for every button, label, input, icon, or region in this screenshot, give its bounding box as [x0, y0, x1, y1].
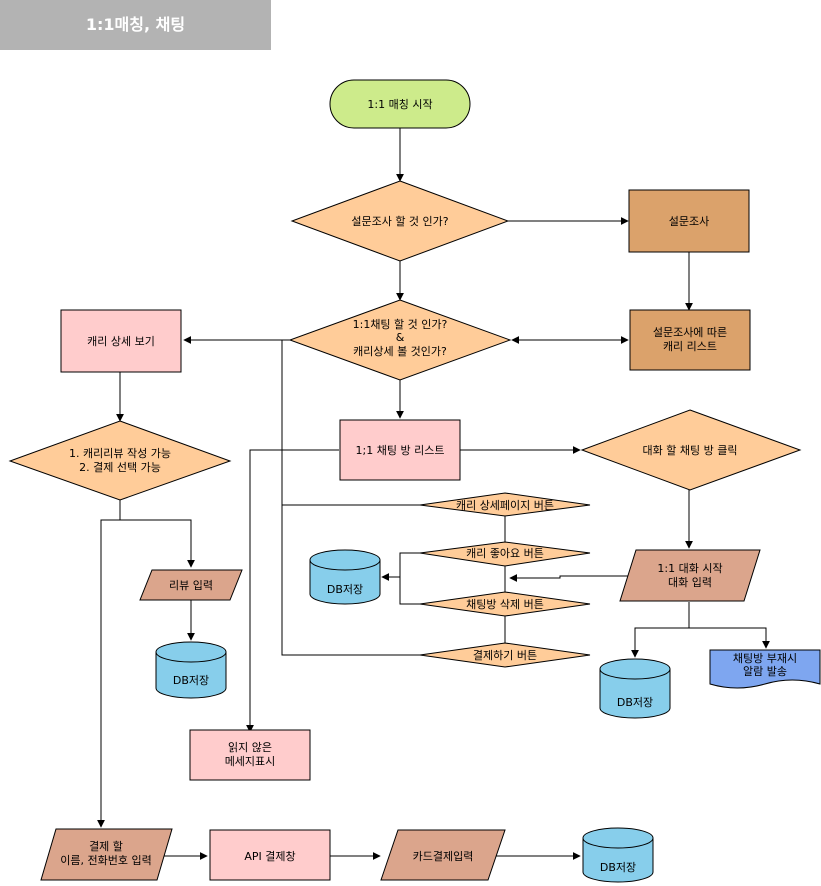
survey-question-node: 설문조사 할 것 인가? [290, 180, 510, 262]
button-carry-page-node: 캐리 상세페이지 버튼 [419, 492, 591, 517]
chat-click-node: 대화 할 채팅 방 클릭 [580, 409, 802, 491]
edge-review-q-to-review-input [119, 500, 195, 568]
unread-line2: 메세지표시 [225, 755, 276, 768]
survey-list-line1: 설문조사에 따른 [653, 326, 727, 339]
card-db-node: DB저장 [582, 827, 654, 883]
survey-list-node: 설문조사에 따른 캐리 리스트 [629, 309, 751, 371]
card-input-node: 카드결제입력 [380, 829, 506, 881]
unread-node: 읽지 않은 메세지표시 [189, 729, 311, 781]
survey-question-label: 설문조사 할 것 인가? [351, 215, 448, 228]
start-label: 1:1 매칭 시작 [367, 98, 432, 111]
chat-list-node: 1;1 채팅 방 리스트 [339, 419, 461, 481]
pay-input-node: 결제 할 이름, 전화번호 입력 [40, 828, 173, 881]
review-input-node: 리뷰 입력 [139, 569, 243, 601]
review-input-label: 리뷰 입력 [169, 579, 213, 592]
pay-input-line1: 결제 할 [89, 840, 123, 853]
review-db-node: DB저장 [155, 641, 227, 699]
chat-start-node: 1:1 대화 시작 대화 입력 [619, 549, 761, 602]
chat-question-line3: 캐리상세 볼 것인가? [353, 345, 447, 358]
unread-line1: 읽지 않은 [228, 741, 272, 754]
chat-db-label: DB저장 [617, 696, 653, 709]
survey-node: 설문조사 [628, 189, 750, 253]
button-pay-node: 결제하기 버튼 [419, 642, 591, 668]
alarm-line2: 알람 발송 [743, 664, 787, 678]
button-like-node: 캐리 좋아요 버튼 [419, 541, 591, 567]
chat-question-line1: 1:1채팅 할 것 인가? [353, 318, 448, 331]
card-db-label: DB저장 [600, 861, 636, 874]
chat-question-line2: & [396, 331, 405, 344]
start-node: 1:1 매칭 시작 [329, 79, 471, 129]
chat-start-line2: 대화 입력 [668, 576, 712, 589]
edge-review-q-to-pay-input [97, 519, 120, 828]
pay-input-line2: 이름, 전화번호 입력 [60, 854, 151, 867]
like-db-label: DB저장 [327, 583, 363, 596]
survey-label: 설문조사 [669, 215, 709, 228]
edge-pay-loop [281, 505, 422, 656]
edge-chat-start-to-alarm [689, 627, 770, 649]
chat-db-node: DB저장 [599, 658, 671, 719]
review-question-line1: 1. 캐리리뷰 작성 가능 [69, 447, 171, 460]
button-delete-node: 채팅방 삭제 버튼 [419, 591, 591, 617]
api-pay-node: API 결제창 [209, 829, 331, 881]
edge-chat-start-to-buttons [509, 574, 633, 582]
review-question-node: 1. 캐리리뷰 작성 가능 2. 결제 선택 가능 [8, 420, 232, 501]
review-question-line2: 2. 결제 선택 가능 [79, 461, 161, 474]
chat-click-label: 대화 할 채팅 방 클릭 [643, 444, 738, 457]
review-db-label: DB저장 [173, 674, 209, 687]
alarm-node: 채팅방 부재시 알람 발송 [709, 649, 821, 689]
header-bar [0, 0, 271, 50]
page-title: 1:1매칭, 채팅 [85, 15, 186, 34]
card-input-label: 카드결제입력 [413, 850, 474, 863]
chat-start-line1: 1:1 대화 시작 [657, 562, 722, 575]
carry-detail-node: 캐리 상세 보기 [60, 309, 182, 373]
alarm-line1: 채팅방 부재시 [733, 652, 797, 665]
edge-like-to-db [381, 552, 422, 581]
chat-list-label: 1;1 채팅 방 리스트 [356, 444, 445, 457]
api-pay-label: API 결제창 [244, 850, 295, 863]
edge-chat-start-to-db [631, 602, 690, 658]
button-delete-label: 채팅방 삭제 버튼 [466, 598, 544, 611]
like-db-node: DB저장 [309, 549, 381, 605]
button-carry-page-label: 캐리 상세페이지 버튼 [456, 499, 554, 512]
survey-list-line2: 캐리 리스트 [663, 340, 717, 353]
edge-chat-list-to-unread [246, 449, 339, 733]
carry-detail-label: 캐리 상세 보기 [87, 335, 155, 348]
connectors [97, 128, 770, 860]
chat-question-node: 1:1채팅 할 것 인가? & 캐리상세 볼 것인가? [288, 299, 512, 381]
button-like-label: 캐리 좋아요 버튼 [466, 547, 544, 560]
button-pay-label: 결제하기 버튼 [473, 648, 537, 662]
edge-delete-to-db [399, 577, 422, 605]
